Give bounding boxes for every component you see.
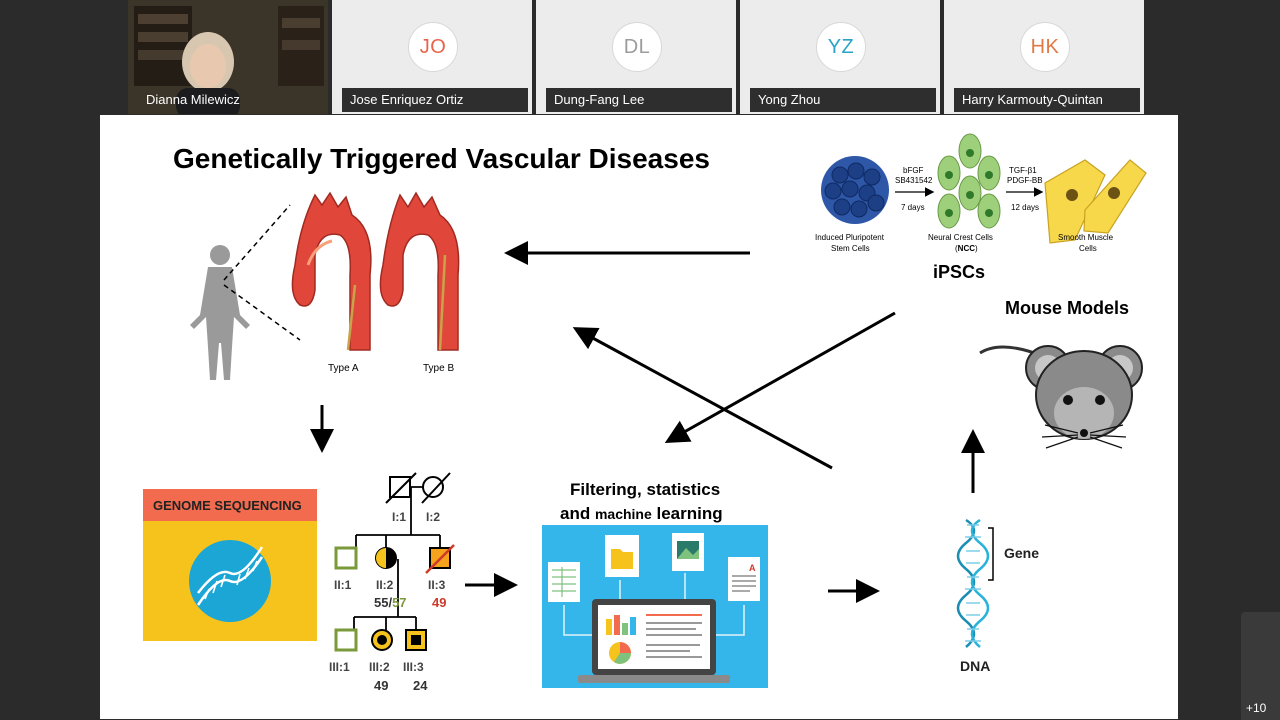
arrow-ipsc-to-filtering [664,311,896,443]
pedigree-age: 49 [432,595,446,610]
step1-factor: SB431542 [895,176,933,185]
participant-name: Harry Karmouty-Quintan [954,88,1140,112]
dna-helix-icon [196,546,264,606]
shared-slide: Genetically Triggered Vascular Diseases … [100,115,1178,719]
slide-canvas: Genetically Triggered Vascular Diseases … [143,133,1147,693]
pedigree-label: III:2 [369,660,390,674]
aorta-type-a-label: Type A [328,363,359,374]
step2-factor: PDGF-BB [1007,176,1043,185]
spreadsheet-grid [552,567,576,597]
participant-name: Yong Zhou [750,88,936,112]
aorta-type-a-illustration [291,191,372,351]
pedigree-label: II:3 [428,578,446,592]
pedigree-chart [353,486,441,630]
participant-tile-2[interactable]: DL Dung-Fang Lee [536,0,736,114]
step1-factor: bFGF [903,166,924,175]
text-document-icon [728,557,760,601]
human-silhouette-icon [190,245,250,380]
participant-tile-3[interactable]: YZ Yong Zhou [740,0,940,114]
participant-name: Dung-Fang Lee [546,88,732,112]
analytics-connectors [563,573,745,636]
document-lines [732,575,756,592]
gene-label: Gene [1004,545,1039,561]
pedigree-age: 24 [413,678,428,693]
dna-label: DNA [960,658,990,674]
pedigree-label: II:1 [334,578,352,592]
image-icon-mountain [677,548,699,559]
pedigree-label: I:2 [426,510,440,524]
participant-name: Jose Enriquez Ortiz [342,88,528,112]
participant-tile-1[interactable]: JO Jose Enriquez Ortiz [332,0,532,114]
arrow-mouse-to-aorta [572,327,833,470]
pedigree-label: II:2 [376,578,394,592]
participants-overflow-panel[interactable] [1241,612,1280,720]
slide-title: Genetically Triggered Vascular Diseases [173,143,710,174]
dna-strand-icon [956,518,990,648]
gene-bracket [988,527,994,581]
zoom-line-top [223,204,291,281]
participant-video-feed [128,0,328,114]
genome-sequencing-label: GENOME SEQUENCING [153,498,302,513]
mouse-models-label: Mouse Models [1005,298,1129,318]
step2-days: 12 days [1011,203,1039,212]
folder-icon [611,549,633,569]
participant-avatar: YZ [816,22,866,72]
aorta-type-b-illustration [379,191,460,351]
pedigree-age: 49 [374,678,388,693]
screen-text-lines [646,614,702,658]
ipsc-label: iPSCs [933,262,985,282]
ipsc-stage1-label: Stem Cells [831,244,870,253]
ipsc-stage2-label: (NCC) [955,244,978,253]
participant-name: Dianna Milewicz [146,92,240,107]
smc-nuclei [1066,187,1120,201]
pedigree-age: 55/57 [374,595,407,610]
pedigree-label: I:1 [392,510,406,524]
participant-tile-0[interactable]: Dianna Milewicz [128,0,328,114]
screen-bar-chart [606,615,636,635]
ipsc-stage1-label: Induced Pluripotent [815,233,885,242]
aorta-type-b-label: Type B [423,363,454,374]
zoom-line-bottom [223,284,301,341]
mouse-icon [979,345,1143,449]
ipsc-stage3-label: Cells [1079,244,1097,253]
ipsc-stage2-label: Neural Crest Cells [928,233,993,242]
pedigree-label: III:3 [403,660,424,674]
participant-avatar: JO [408,22,458,72]
filtering-title: and machine learning [560,504,723,523]
screen-pie-chart [609,642,631,664]
participant-tile-4[interactable]: HK Harry Karmouty-Quintan [944,0,1144,114]
document-a-glyph: A [749,563,756,573]
step1-days: 7 days [901,203,925,212]
filtering-title: Filtering, statistics [570,480,720,499]
genome-card-header [143,489,317,521]
pedigree-generation-3 [334,628,427,652]
ncc-nuclei [945,149,993,217]
participant-avatar: HK [1020,22,1070,72]
pedigree-generation-1 [385,472,451,504]
spreadsheet-icon [548,562,580,602]
laptop-base [578,675,730,683]
more-participants-count[interactable]: +10 [1246,701,1267,715]
participant-gallery: Dianna Milewicz JO Jose Enriquez Ortiz D… [128,0,1148,114]
ipsc-stage3-label: Smooth Muscle [1058,233,1114,242]
pedigree-generation-2 [334,544,455,574]
ipsc-cluster-icon [821,156,889,224]
step2-factor: TGF-β1 [1009,166,1037,175]
pedigree-label: III:1 [329,660,350,674]
smooth-muscle-cells-icon [1044,159,1147,244]
participant-avatar: DL [612,22,662,72]
